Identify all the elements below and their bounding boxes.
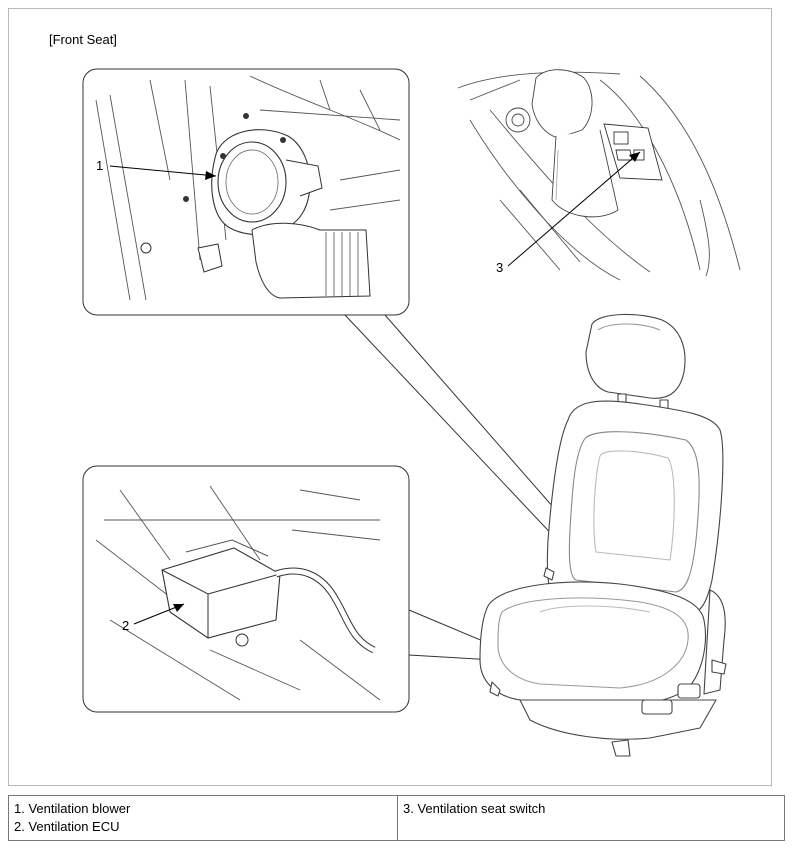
- figure-caption: [Front Seat]: [49, 32, 117, 47]
- legend-item-ventilation-blower: 1. Ventilation blower: [14, 801, 131, 816]
- front-seat-drawing: [479, 313, 727, 757]
- callout-2: 2: [122, 618, 129, 633]
- detail-panel-ecu: 2: [82, 465, 410, 713]
- detail-panel-blower: 1: [82, 68, 410, 316]
- legend-item-ventilation-ecu: 2. Ventilation ECU: [14, 819, 120, 834]
- callout-3: 3: [496, 260, 503, 275]
- legend-column-left: 1. Ventilation blower 2. Ventilation ECU: [9, 796, 398, 840]
- legend-item-ventilation-seat-switch: 3. Ventilation seat switch: [403, 801, 546, 816]
- legend-column-right: 3. Ventilation seat switch: [398, 796, 784, 840]
- detail-console-switch: [457, 69, 741, 281]
- legend-table: 1. Ventilation blower 2. Ventilation ECU…: [8, 795, 785, 841]
- figure-frame: [8, 8, 772, 786]
- callout-1: 1: [96, 158, 103, 173]
